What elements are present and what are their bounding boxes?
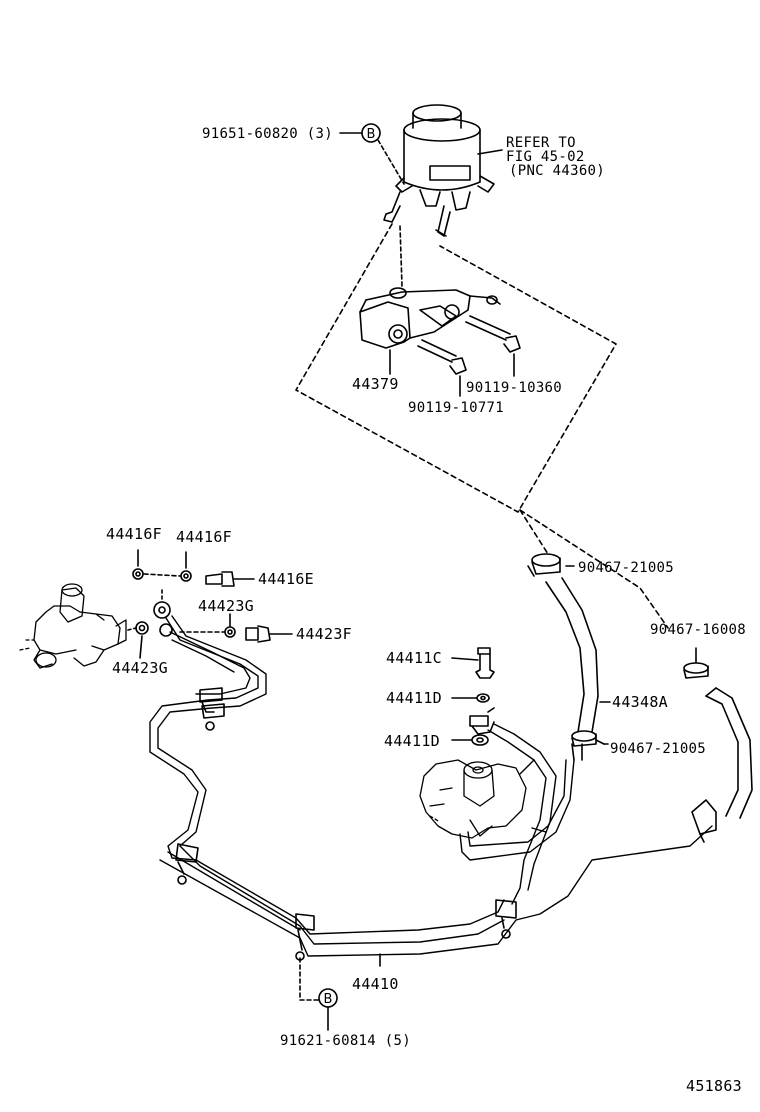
- label-clip-upper: 90467-21005: [578, 560, 675, 576]
- steering-gear-housing: [419, 759, 527, 839]
- tube-clamps: [175, 687, 717, 961]
- steering-pump: [19, 583, 127, 669]
- label-gasket-44411D-2: 44411D: [384, 732, 440, 750]
- bracket: [359, 287, 501, 349]
- banjo-fitting-lower: [159, 623, 173, 637]
- bolt-long-left: [417, 339, 467, 375]
- figure-number: 451863: [686, 1077, 742, 1095]
- label-hose: 44348A: [612, 693, 668, 711]
- return-hose: [545, 577, 599, 761]
- label-refer-line3: (PNC 44360): [509, 163, 606, 179]
- dash-bracket-group: [295, 223, 617, 513]
- gasket-44423G-1: [135, 621, 149, 635]
- leader-refer: [477, 149, 503, 155]
- ref-circle-b-top: [361, 123, 381, 143]
- return-pipe: [459, 723, 575, 905]
- label-bolt-a: 90119-10360: [466, 380, 563, 396]
- label-bracket: 44379: [352, 375, 399, 393]
- fitting-upper-gear: [469, 707, 495, 735]
- gasket-44411D-1: [476, 693, 490, 703]
- dash-b-top: [377, 139, 405, 185]
- label-union-44416E: 44416E: [258, 570, 314, 588]
- gasket-44416F-2: [180, 570, 192, 582]
- label-bolt-bottom: 91621-60814 (5): [280, 1033, 411, 1049]
- label-refer-line1: REFER TO: [506, 135, 576, 151]
- dash-gaskets: [143, 573, 181, 577]
- gasket-44423G-2: [224, 626, 236, 638]
- label-gasket-44416F-2: 44416F: [176, 528, 232, 546]
- gasket-44416F-1: [132, 568, 144, 580]
- union-bolt-44416E: [205, 571, 255, 587]
- union-44411C: [475, 647, 495, 679]
- union-bolt-44423F: [245, 625, 293, 643]
- hose-clamp-upper: [527, 553, 561, 577]
- label-clip-right: 90467-16008: [650, 622, 747, 638]
- dash-bolt-align: [399, 225, 403, 287]
- label-gasket-44423G-bottom: 44423G: [112, 659, 168, 677]
- label-bolt-top: 91651-60820 (3): [202, 126, 333, 142]
- label-tube: 44410: [352, 975, 399, 993]
- label-refer-line2: FIG 45-02: [506, 149, 585, 165]
- pressure-tube-assembly: [149, 615, 713, 957]
- label-gasket-44423G-top: 44423G: [198, 597, 254, 615]
- label-gasket-44416F-1: 44416F: [106, 525, 162, 543]
- ref-letter-b-top: B: [367, 127, 376, 142]
- dash-to-clip-2: [519, 509, 669, 629]
- banjo-fitting-upper: [153, 601, 171, 619]
- label-union-44423F: 44423F: [296, 625, 352, 643]
- label-gasket-44411D-1: 44411D: [386, 689, 442, 707]
- label-clip-lower: 90467-21005: [610, 741, 707, 757]
- bolt-long-right: [465, 315, 521, 353]
- label-union-44411C: 44411C: [386, 649, 442, 667]
- hose-clamp-right: [683, 647, 709, 679]
- label-bolt-b: 90119-10771: [408, 400, 505, 416]
- pressure-hose-right: [705, 687, 753, 819]
- ref-letter-b-bottom: B: [324, 992, 333, 1007]
- hose-clamp-lower: [571, 730, 605, 747]
- dash-b-bottom: [299, 957, 319, 1001]
- dash-to-hose: [519, 509, 549, 555]
- reservoir-tank: [383, 104, 495, 237]
- gasket-44411D-2: [471, 734, 489, 746]
